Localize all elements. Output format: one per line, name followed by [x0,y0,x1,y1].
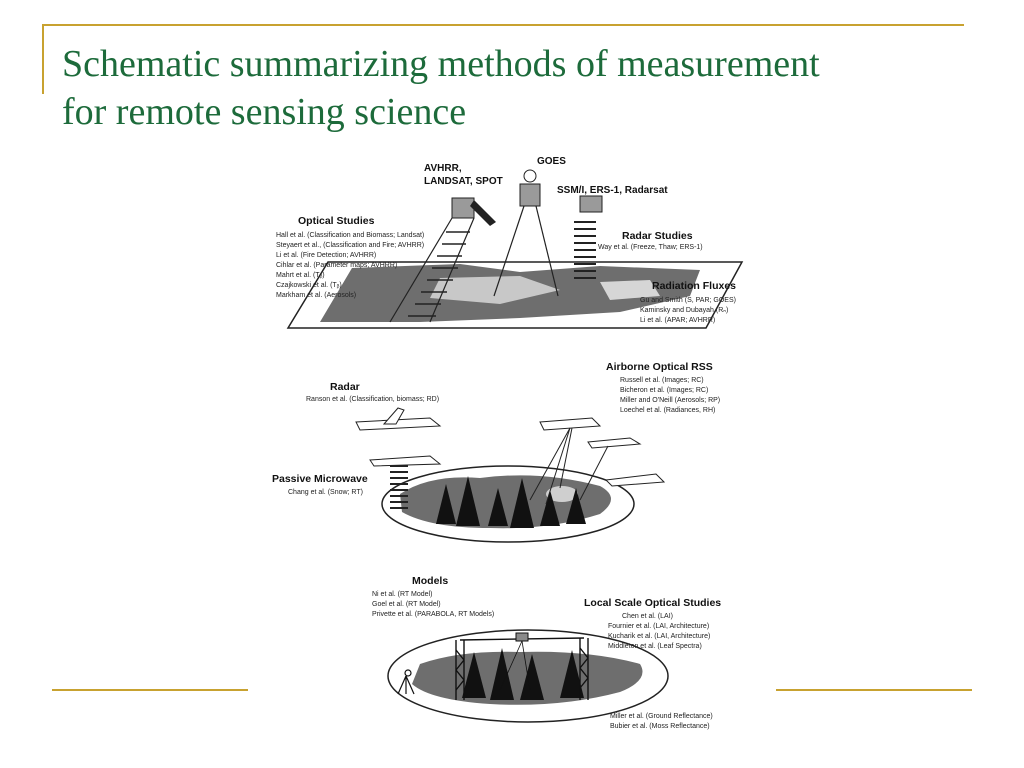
left-accent-bar [42,24,44,94]
local-ref: Chen et al. (LAI) [622,613,673,620]
local-ref: Middleton et al. (Leaf Spectra) [608,643,702,650]
models-ref: Goel et al. (RT Model) [372,601,441,608]
airborne-ref: Miller and O'Neill (Aerosols; RP) [620,397,720,404]
airborne-clearing [546,486,578,502]
local-scale-heading: Local Scale Optical Studies [584,597,721,609]
goes-label: GOES [537,156,566,167]
airborne-optical-heading: Airborne Optical RSS [606,361,713,373]
top-accent-line [42,24,964,26]
airborne-panel: Radar Ranson et al. (Classification, bio… [272,361,720,543]
radiation-ref: Gu and Smith (S, PAR; GOES) [640,297,736,304]
optical-ref: Czajkowski et al. (Tᵦ) [276,282,342,289]
optical-swath-ladder [408,231,470,317]
ground-ref: Bubier et al. (Moss Reflectance) [610,723,710,730]
solar-panel-icon [470,200,496,226]
terrain-light [430,276,560,304]
satellite-scale-panel: AVHRR, LANDSAT, SPOT GOES SSM/I, ERS-1, … [276,156,744,329]
ground-ref: Miller et al. (Ground Reflectance) [610,713,713,720]
avhrr-label: AVHRR, [424,163,462,174]
avhrr-satellite-icon [451,197,475,219]
local-sensor-rays [499,640,531,691]
local-scale-panel: Models Ni et al. (RT Model) Goel et al. … [372,575,721,730]
local-trees [462,648,584,700]
optical-ref: Steyaert et al., (Classification and Fir… [276,242,424,249]
radar-ref: Ranson et al. (Classification, biomass; … [306,396,439,403]
models-ref: Ni et al. (RT Model) [372,591,432,598]
radar-satellite-icon [579,195,603,213]
slide-title: Schematic summarizing methods of measure… [62,40,982,136]
landsat-label: LANDSAT, SPOT [424,176,503,187]
aircraft-icon [539,417,666,487]
passive-microwave-bars [390,465,408,509]
airborne-ref: Russell et al. (Images; RC) [620,377,704,384]
goes-satellite-icon [519,183,541,207]
tripod-icon [397,669,415,695]
radar-beam-bars [574,221,596,279]
title-line-2: for remote sensing science [62,91,467,133]
models-heading: Models [412,575,448,587]
optical-ref: Li et al. (Fire Detection; AVHRR) [276,252,376,259]
airborne-ref: Bicheron et al. (Images; RC) [620,387,708,394]
airborne-ref: Loechel et al. (Radiances, RH) [620,407,715,414]
optical-ref: Cihlar et al. (Parameter maps; AVHRR) [276,262,397,269]
passive-microwave-heading: Passive Microwave [272,473,368,485]
radiation-ref: Kaminsky and Dubayah (Rₙ) [640,307,728,314]
optical-studies-heading: Optical Studies [298,215,375,227]
passive-microwave-ref: Chang et al. (Snow; RT) [288,489,363,496]
terrain-light-2 [600,280,660,300]
bottom-left-accent-line [52,689,248,691]
airplane-icon [369,455,442,467]
airplane-icon [355,407,442,431]
optical-ref: Mahrt et al. (Tᵦ) [276,272,325,279]
radar-studies-ref: Way et al. (Freeze, Thaw; ERS-1) [598,244,703,251]
title-line-1: Schematic summarizing methods of measure… [62,43,820,85]
models-ref: Privette et al. (PARABOLA, RT Models) [372,611,494,618]
bottom-right-accent-line [776,689,972,691]
optical-ref: Hall et al. (Classification and Biomass;… [276,232,424,239]
radiation-ref: Li et al. (APAR; AVHRR) [640,317,715,324]
radar-studies-heading: Radar Studies [622,230,693,242]
airborne-sensor-rays [529,427,609,505]
forest-trees [436,476,586,528]
canopy-sensor-icon [515,632,529,642]
radar-satellites-label: SSM/I, ERS-1, Radarsat [557,185,668,196]
goes-antenna-icon [523,169,537,183]
local-ref: Kucharik et al. (LAI, Architecture) [608,633,710,640]
radar-heading: Radar [330,381,360,393]
local-ref: Fournier et al. (LAI, Architecture) [608,623,709,630]
radiation-fluxes-heading: Radiation Fluxes [652,280,736,292]
optical-ref: Markham et al. (Aerosols) [276,292,356,299]
